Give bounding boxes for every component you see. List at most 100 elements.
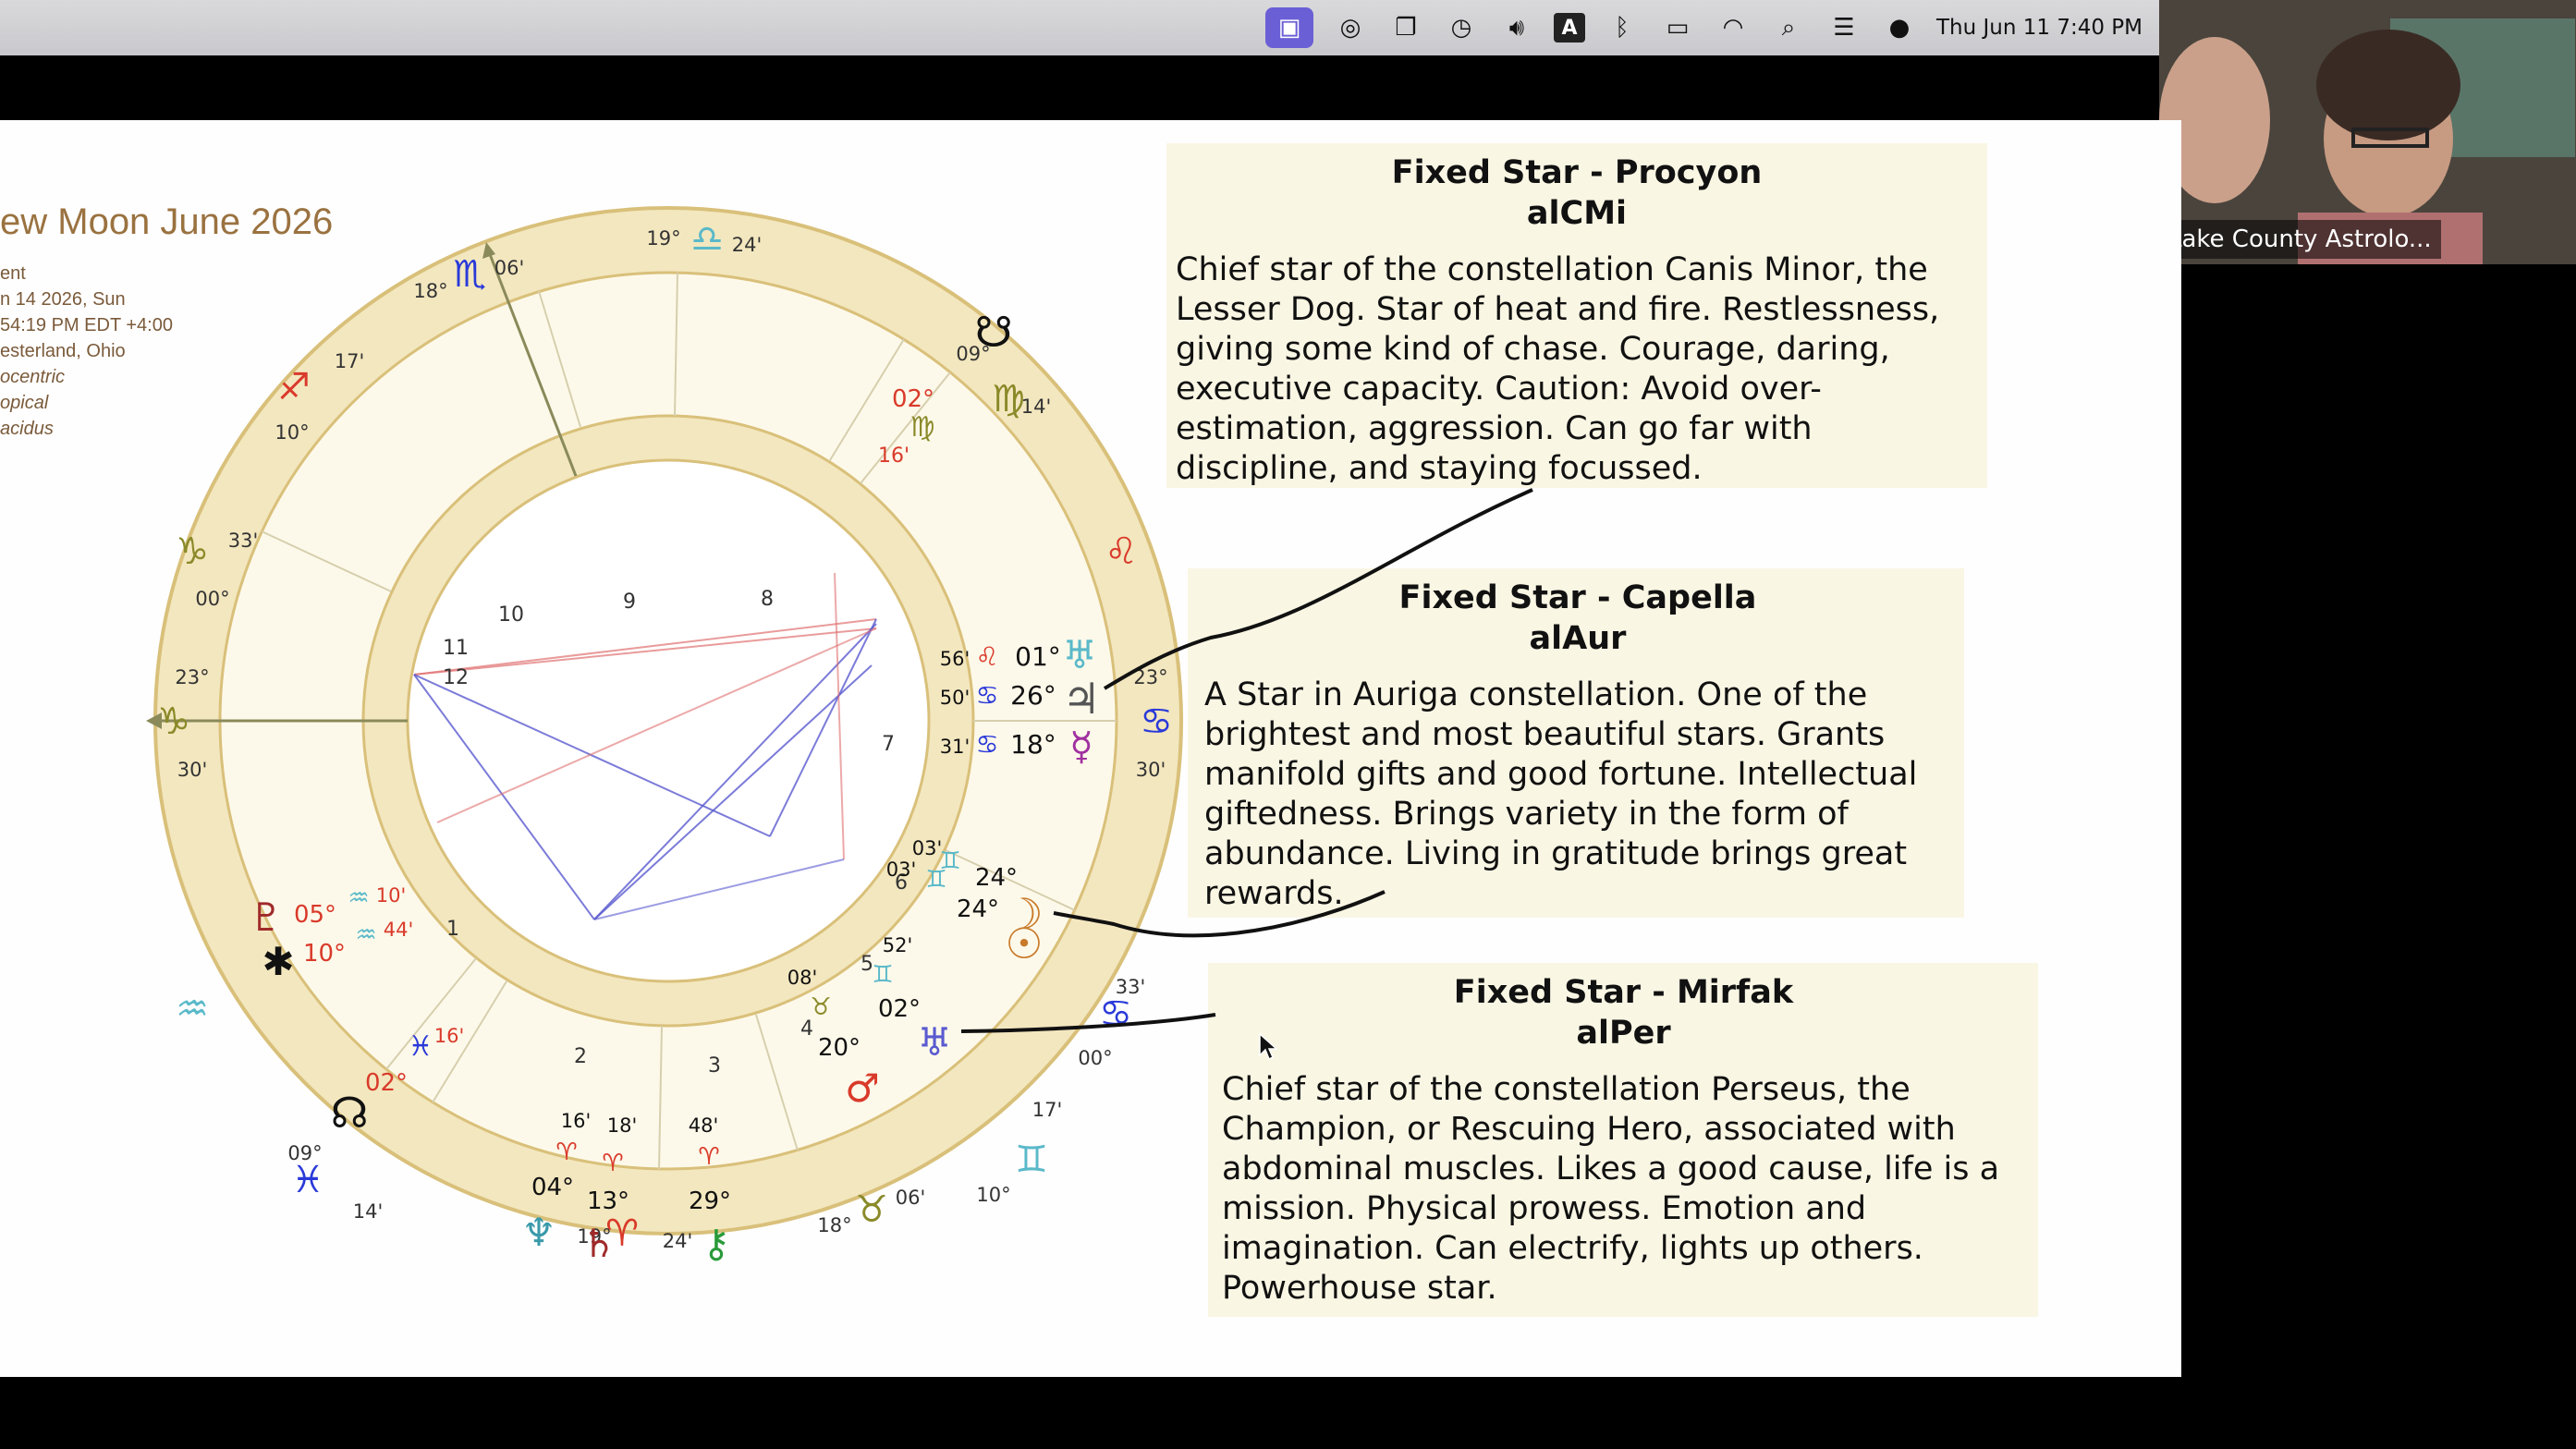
gemini-icon: ♊ [1015,1138,1048,1181]
cusp-label: 17' [1032,1099,1063,1121]
north-node-icon: ☊ [331,1088,369,1138]
cusp-label: 09° [287,1142,322,1164]
planet-minute: 50' [940,687,971,709]
house-number: 2 [574,1045,587,1068]
card-capella: Fixed Star - Capella alAur A Star in Aur… [1188,568,1964,918]
house-number: 9 [623,591,636,614]
planet-degree: 26° [1010,680,1056,711]
cusp-label: 19° [577,1225,611,1248]
aquarius-small-icon: ♒ [355,921,376,949]
virgo-small-icon: ♍ [910,411,935,444]
planet-degree: 02° [892,385,934,413]
cusp-label: 33' [1116,976,1146,998]
menubar-clock[interactable]: Thu Jun 11 7:40 PM [1935,16,2143,40]
card-abbr: alAur [1529,620,1627,657]
planet-degree: 24° [957,895,999,923]
planet-minute: 56' [940,648,971,670]
aquarius-icon: ♒ [176,988,209,1030]
house-number: 11 [443,637,469,660]
planet-minute: 16' [561,1110,592,1132]
planet-minute: 48' [689,1114,719,1137]
battery-icon[interactable]: ▭ [1666,14,1690,42]
sagittarius-icon: ♐ [277,366,311,408]
house-number: 7 [882,733,895,756]
planet-degree: 05° [294,901,336,929]
planet-degree: 10° [303,940,346,968]
planet-minute: 16' [434,1025,465,1047]
planet-minute: 16' [878,444,910,468]
input-source-icon[interactable]: A [1553,13,1585,43]
cusp-label: 09° [956,343,990,365]
wifi-icon[interactable]: ◠ [1722,14,1744,42]
participant-name: Lake County Astrolo... [2159,220,2441,259]
planet-degree: 24° [975,864,1018,892]
time-machine-icon[interactable]: ◷ [1450,14,1472,42]
house-number: 5 [861,953,873,976]
planet-minute: 03' [912,837,943,859]
bluetooth-icon[interactable]: ᛒ [1615,14,1630,42]
volume-icon[interactable]: 🔊︎ [1508,13,1525,42]
sun-icon: ☉ [1005,919,1043,968]
cancer-icon: ♋ [1099,992,1132,1035]
gemini-small-icon: ♊ [872,961,893,989]
chart-zodiac: opical [0,393,49,413]
planet-minute: 03' [886,858,917,881]
cusp-label: 00° [1078,1047,1112,1069]
mc-arrow-icon [482,242,495,259]
chart-subtitle: ent [0,263,26,284]
planet-minute: 52' [883,934,913,956]
house-number: 4 [800,1017,813,1041]
chart-house-system: acidus [0,419,54,439]
gemini-small-icon: ♊ [939,847,960,875]
search-icon[interactable]: ⌕ [1781,13,1796,42]
cusp-label: 23° [175,666,209,688]
taurus-icon: ♉ [855,1188,888,1231]
planet-degree: 02° [365,1069,408,1097]
airdrop-icon[interactable]: ◎ [1339,14,1361,42]
video-thumbnail[interactable]: Lake County Astrolo... [2159,0,2576,264]
card-title: Fixed Star - Capella [1398,579,1757,616]
cusp-label: 06' [896,1187,926,1209]
slide-area: ew Moon June 2026 ent n 14 2026, Sun 54:… [0,120,2181,1377]
planet-minute: 44' [384,919,414,941]
aquarius-small-icon: ♒ [348,884,369,912]
planet-degree: 29° [689,1187,731,1215]
planet-degree: 18° [1010,729,1056,760]
siri-icon[interactable]: ● [1888,14,1911,42]
aries-small-icon: ♈ [602,1150,623,1177]
cusp-label: 06' [494,257,525,279]
card-mirfak: Fixed Star - Mirfak alPer Chief star of … [1208,963,2038,1317]
south-node-icon: ☋ [975,307,1013,357]
capricorn-icon: ♑ [176,530,209,573]
screen-share-icon[interactable]: ▣ [1264,7,1313,48]
cusp-label: 33' [228,530,259,552]
saturn-icon: ♄ [581,1221,617,1266]
venus-icon: ♅ [917,1019,952,1065]
mercury-icon: ☿ [1069,724,1093,769]
gemini-small-icon: ♊ [925,866,946,894]
planet-degree: 04° [531,1174,574,1201]
planet-minute: 18' [607,1114,638,1137]
libra-icon: ♎ [690,218,724,261]
planet-degree: 02° [878,995,921,1023]
aries-small-icon: ♈ [555,1138,577,1166]
house-number: 1 [446,918,459,941]
ceres-icon: ✱ [262,939,294,984]
planet-degree: 13° [587,1187,629,1215]
control-center-icon[interactable]: ☰ [1833,14,1855,42]
mouse-cursor-icon [1259,1033,1278,1061]
card-title: Fixed Star - Procyon [1391,154,1763,191]
chart-info: ent n 14 2026, Sun 54:19 PM EDT +4:00 es… [0,261,173,442]
cusp-label: 30' [177,759,208,781]
mars-icon: ♂ [845,1065,880,1111]
chart-title: ew Moon June 2026 [0,201,334,242]
window-icon[interactable]: ❐ [1395,14,1417,42]
cusp-label: 14' [353,1200,384,1223]
cusp-label: 23° [1133,666,1167,688]
cusp-label: 10° [976,1184,1010,1206]
house-number: 6 [895,871,908,895]
aries-icon: ♈ [605,1212,639,1255]
cancer-desc-icon: ♋ [1140,700,1173,743]
uranus-icon: ♅ [1062,632,1097,677]
house-number: 8 [761,588,774,611]
